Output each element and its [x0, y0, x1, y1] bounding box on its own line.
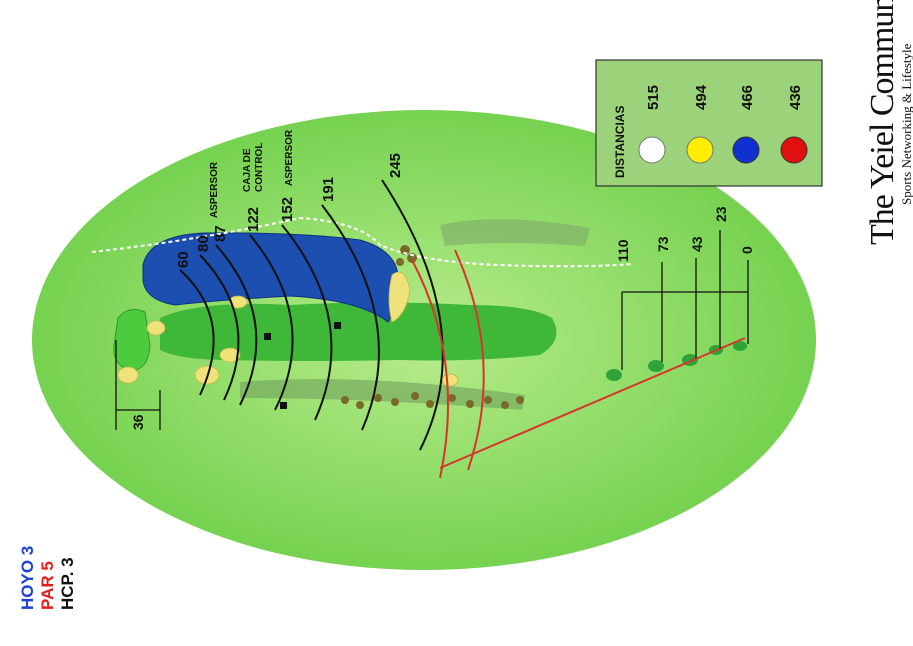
- brand-logo: The Yeiel Community Sports Networking & …: [834, 0, 913, 260]
- arc-label-191: 191: [320, 177, 337, 202]
- arc-label-152: 152: [279, 197, 296, 222]
- out-of-bounds-line: [91, 216, 633, 268]
- markers: [264, 322, 341, 409]
- tee-marker-blue: [732, 136, 760, 164]
- hole-info: HOYO 3 PAR 5 HCP. 3: [18, 480, 98, 630]
- tee-distance-73: 73: [655, 236, 671, 252]
- green-depth-bracket: [115, 340, 161, 430]
- tee-scale: [621, 230, 749, 370]
- tree-shadow-top: [440, 219, 590, 246]
- tee-distance-white: 515: [645, 85, 662, 110]
- tee-distance-110: 110: [615, 239, 631, 262]
- tee-distance-43: 43: [689, 236, 705, 252]
- arc-label-245: 245: [387, 153, 404, 178]
- tee-distance-23: 23: [713, 206, 729, 222]
- tee-distance-0: 0: [739, 246, 755, 254]
- tee-distance-blue: 466: [739, 85, 756, 110]
- tee-marker-red: [780, 136, 808, 164]
- brand-title: The Yeiel Community: [864, 0, 901, 245]
- tee-marker-white: [638, 136, 666, 164]
- arc-label-87: 87: [212, 225, 229, 242]
- tee-lines: [411, 249, 746, 479]
- tree-shadow-bottom: [240, 378, 525, 410]
- brand-subtitle: Sports Networking & Lifestyle: [899, 43, 913, 205]
- legend-title: DISTANCIAS: [613, 106, 627, 178]
- arc-label-122: 122: [245, 207, 262, 232]
- hole-handicap: HCP. 3: [58, 557, 77, 610]
- hole-par: PAR 5: [38, 561, 57, 610]
- green-depth-label: 36: [130, 414, 146, 430]
- arc-label-80: 80: [195, 235, 212, 252]
- trees: [341, 245, 524, 409]
- arc-label-60: 60: [175, 251, 192, 268]
- fairway: [160, 302, 557, 361]
- sprinkler-label-2: ASPERSOR: [284, 129, 295, 186]
- tee-distance-yellow: 494: [693, 84, 710, 110]
- green: [113, 309, 151, 371]
- distance-arcs: [179, 179, 444, 451]
- tee-marker-yellow: [686, 136, 714, 164]
- sprinkler-label-1: ASPERSOR: [209, 161, 220, 218]
- control-box-label-1: CAJA DE: [242, 148, 253, 192]
- hole-number: HOYO 3: [18, 545, 37, 610]
- control-box-label-2: CONTROL: [254, 143, 265, 192]
- distance-legend: DISTANCIAS 515 494 466 436: [595, 59, 823, 187]
- tee-distance-red: 436: [787, 85, 804, 110]
